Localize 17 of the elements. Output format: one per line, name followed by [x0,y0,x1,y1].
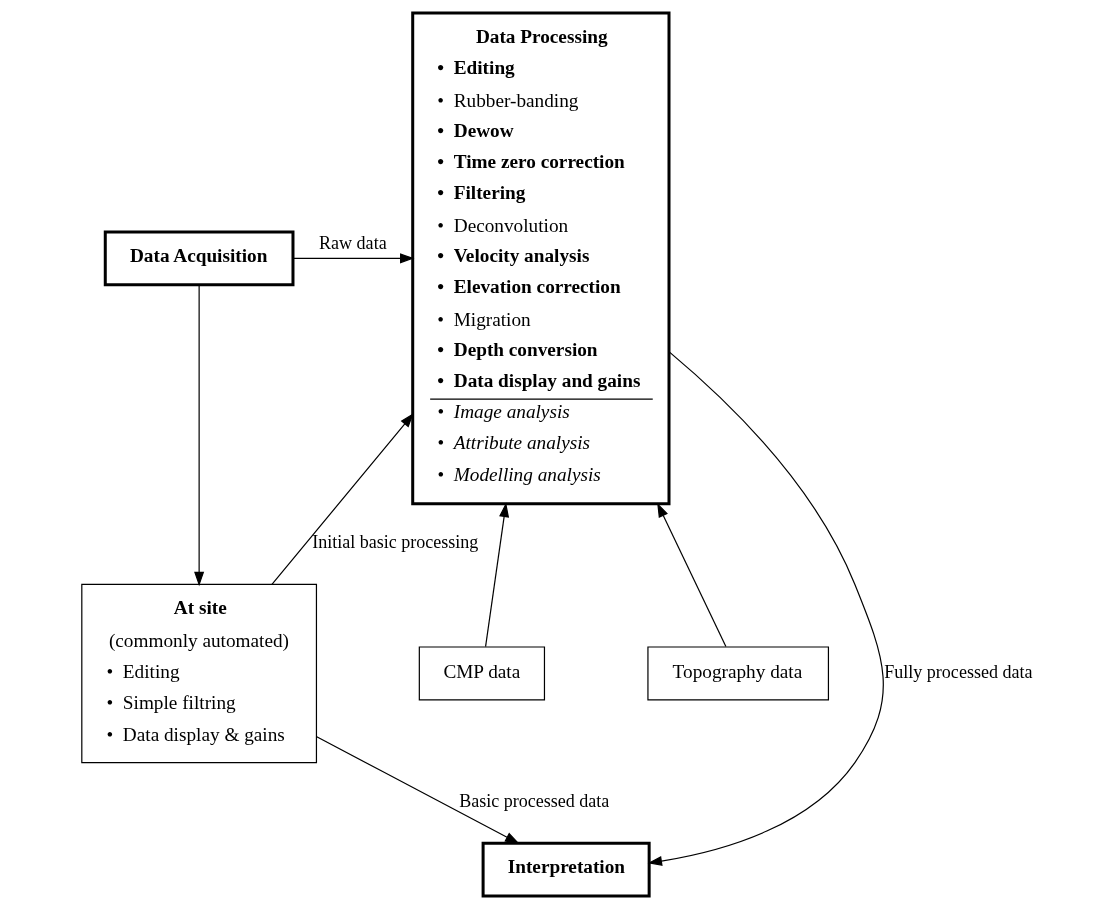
arrow [193,284,204,587]
edge-label: Basic processed data [458,791,609,812]
node-box: Topography data [646,646,829,701]
node-box: CMP data [418,646,545,701]
node-box: Interpretation [481,841,651,898]
arrow [656,502,726,648]
edge-label: Initial basic processing [311,532,478,553]
edge-label: Fully processed data [883,661,1032,682]
arrow [270,413,414,585]
arrow [315,736,519,844]
arrow [292,253,414,264]
node-box: Data Processing • Editing • Rubber-banding • Dewow • Time zero correction • Filtering • Deconvolution • Velocity analysis • Elevation correction • Migration • Depth conversion • Data display and gains • Image analysis • Attribute analysis • Modelling analysis [410,11,670,506]
node-box: At site (commonly automated) • Editing • Simple filtring • Data display & gains [80,583,317,764]
edge-label: Raw data [318,232,387,253]
node-box: Data Acquisition [103,230,294,287]
arrow [484,502,509,648]
arrow [647,351,884,866]
